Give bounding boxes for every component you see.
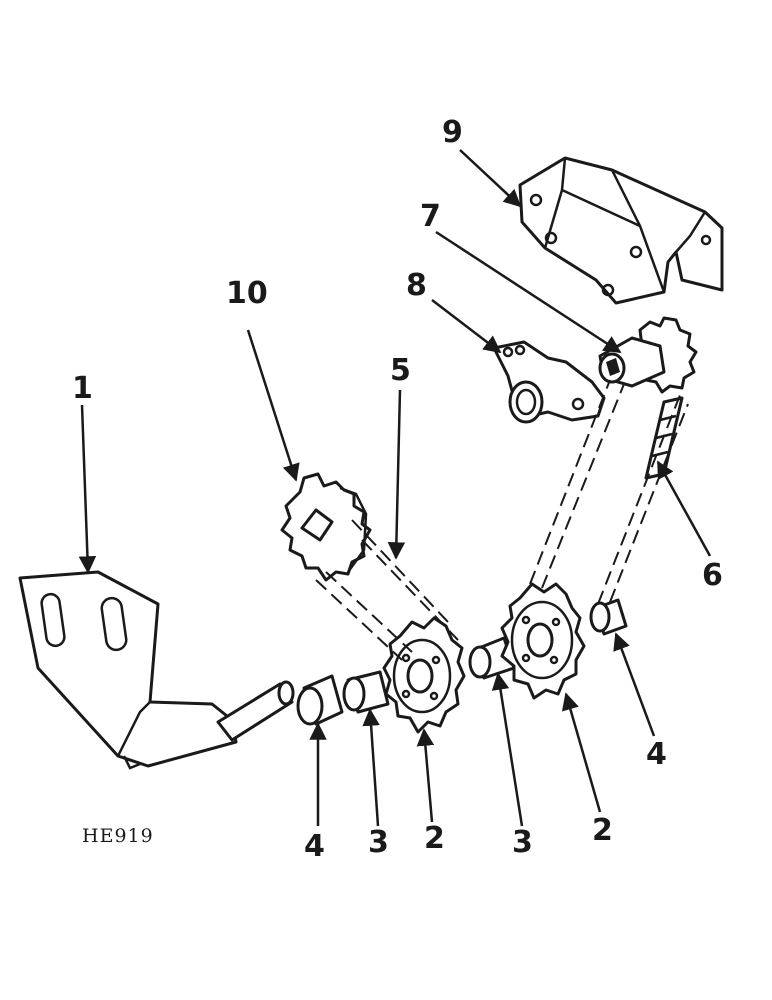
callout-10: 10: [226, 276, 268, 311]
callout-3-right: 3: [512, 825, 533, 860]
callout-1: 1: [72, 371, 93, 406]
leader-lines: [78, 149, 712, 827]
part-3-bushing-left: [342, 670, 390, 714]
callout-5: 5: [390, 353, 411, 388]
chain-5-lines: [315, 519, 459, 661]
part-4-spacer-left: [296, 674, 344, 726]
part-10-idler-sprocket: [280, 472, 372, 582]
callout-2-right: 2: [592, 813, 613, 848]
callout-4-right: 4: [646, 737, 667, 772]
part-9-bearing-housing: [518, 156, 724, 305]
part-7-hub-sprocket: [598, 316, 698, 394]
part-8-shaft-bearing: [492, 340, 606, 424]
part-1-mounting-bracket: [18, 570, 295, 770]
chain-main-lines: [529, 379, 689, 605]
callout-3-left: 3: [368, 825, 389, 860]
callout-6: 6: [702, 558, 723, 593]
part-4-spacer-right: [589, 598, 628, 636]
callout-9: 9: [442, 115, 463, 150]
drawing-code: HE919: [82, 825, 154, 847]
callout-8: 8: [406, 268, 427, 303]
part-2-sprocket-right: [500, 582, 586, 700]
callout-2-left: 2: [424, 821, 445, 856]
callout-labels: 1 10 5 9 7 8 6 4 3 2 3 2 4: [72, 115, 723, 864]
callout-4-left: 4: [304, 829, 325, 864]
callout-7: 7: [420, 199, 441, 234]
